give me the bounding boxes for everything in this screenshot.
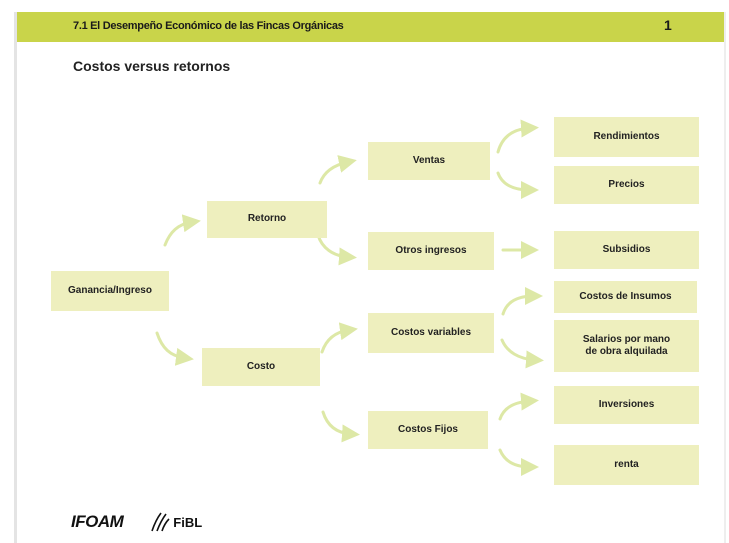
page-title: Costos versus retornos <box>73 58 231 74</box>
ifoam-logo: IFOAM <box>71 512 124 531</box>
node-renta: renta <box>554 445 699 485</box>
fibl-logo: FiBL <box>149 512 202 532</box>
node-costo: Costo <box>202 348 320 386</box>
node-otros-ingresos: Otros ingresos <box>368 232 494 270</box>
node-retorno: Retorno <box>207 201 327 238</box>
arrow-ganancia-costo <box>155 331 194 366</box>
node-ganancia-ingreso: Ganancia/Ingreso <box>51 271 169 311</box>
left-border-rule <box>14 12 17 543</box>
arrow-retorno-ventas <box>318 155 357 185</box>
arrow-retorno-otros <box>316 233 357 266</box>
node-costos-fijos: Costos Fijos <box>368 411 488 449</box>
arrow-ganancia-retorno <box>163 214 201 247</box>
fibl-mark-icon <box>151 512 170 532</box>
arrow-fijos-inversiones <box>498 392 539 421</box>
arrow-variables-insumos <box>501 287 543 316</box>
node-salarios-mano-obra: Salarios por mano de obra alquilada <box>554 320 699 372</box>
fibl-logo-text: FiBL <box>173 514 203 530</box>
page-number: 1 <box>664 17 672 33</box>
node-ventas: Ventas <box>368 142 490 180</box>
arrow-ventas-precios <box>496 171 539 199</box>
arrow-costo-variables <box>320 322 358 354</box>
node-inversiones: Inversiones <box>554 386 699 424</box>
node-rendimientos: Rendimientos <box>554 117 699 157</box>
arrow-fijos-renta <box>498 448 539 476</box>
node-precios: Precios <box>554 166 699 204</box>
header-title: 7.1 El Desempeño Económico de las Fincas… <box>73 20 344 32</box>
node-costos-de-insumos: Costos de Insumos <box>554 281 697 313</box>
right-border-rule <box>724 12 726 543</box>
node-subsidios: Subsidios <box>554 231 699 269</box>
footer-logos: IFOAM FiBL <box>71 512 202 532</box>
arrow-ventas-rendimientos <box>496 119 539 154</box>
arrow-variables-salarios <box>500 338 544 369</box>
node-costos-variables: Costos variables <box>368 313 494 353</box>
header-bar: 7.1 El Desempeño Económico de las Fincas… <box>17 12 724 42</box>
arrow-costo-fijos <box>321 410 360 443</box>
